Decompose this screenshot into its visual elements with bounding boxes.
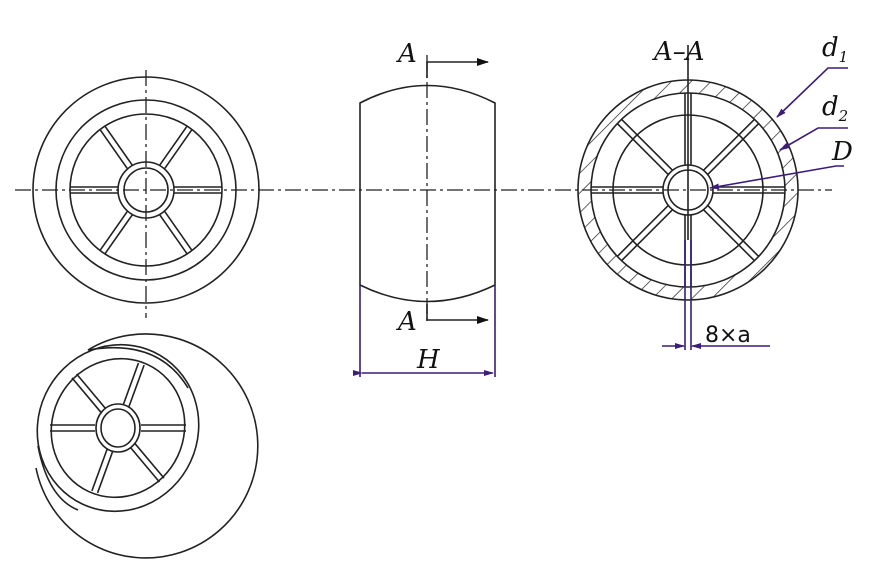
label-d1: d1 bbox=[822, 33, 848, 66]
spoke-edge bbox=[127, 364, 145, 408]
spoke-edge bbox=[616, 204, 669, 258]
spoke-edge bbox=[616, 122, 669, 176]
leader-D bbox=[709, 165, 844, 190]
front-view bbox=[32, 70, 260, 318]
spoke-edge bbox=[158, 214, 188, 255]
spoke-edge bbox=[702, 209, 756, 262]
label-d2: d2 bbox=[822, 92, 848, 125]
spoke-edge bbox=[707, 122, 760, 176]
spoke-edge bbox=[620, 118, 674, 171]
section-label-top: A bbox=[396, 39, 417, 69]
spoke-edge bbox=[99, 210, 129, 251]
section-arrow-bottom bbox=[426, 304, 489, 324]
side-view bbox=[353, 55, 496, 377]
leader-d2 bbox=[779, 127, 848, 151]
spoke-edge bbox=[129, 447, 161, 483]
label-D: D bbox=[831, 137, 853, 167]
spoke-edge bbox=[707, 204, 760, 258]
spoke-edge bbox=[620, 209, 674, 262]
spoke-edge bbox=[163, 129, 193, 170]
spoke-edge bbox=[104, 125, 134, 166]
section-title: A–A bbox=[652, 37, 705, 67]
spoke-edge bbox=[134, 443, 165, 479]
leader-d1 bbox=[776, 67, 848, 118]
section-arrow-top bbox=[426, 58, 489, 78]
spoke-edge bbox=[99, 129, 129, 170]
dimension-label-H: H bbox=[416, 345, 441, 375]
section-label-bottom: A bbox=[396, 307, 417, 337]
spoke-width-note: 8×a bbox=[705, 323, 751, 348]
spoke-edge bbox=[91, 448, 109, 492]
spoke-edge bbox=[122, 362, 140, 406]
spoke-edge bbox=[163, 210, 193, 251]
section-view bbox=[577, 45, 848, 350]
spoke-edge bbox=[96, 450, 114, 494]
spoke-edge bbox=[702, 118, 756, 171]
isometric-view bbox=[35, 333, 259, 559]
spoke-edge bbox=[71, 377, 102, 413]
spoke-edge bbox=[104, 214, 134, 255]
spoke-edge bbox=[158, 125, 188, 166]
spoke-edge bbox=[75, 373, 107, 409]
